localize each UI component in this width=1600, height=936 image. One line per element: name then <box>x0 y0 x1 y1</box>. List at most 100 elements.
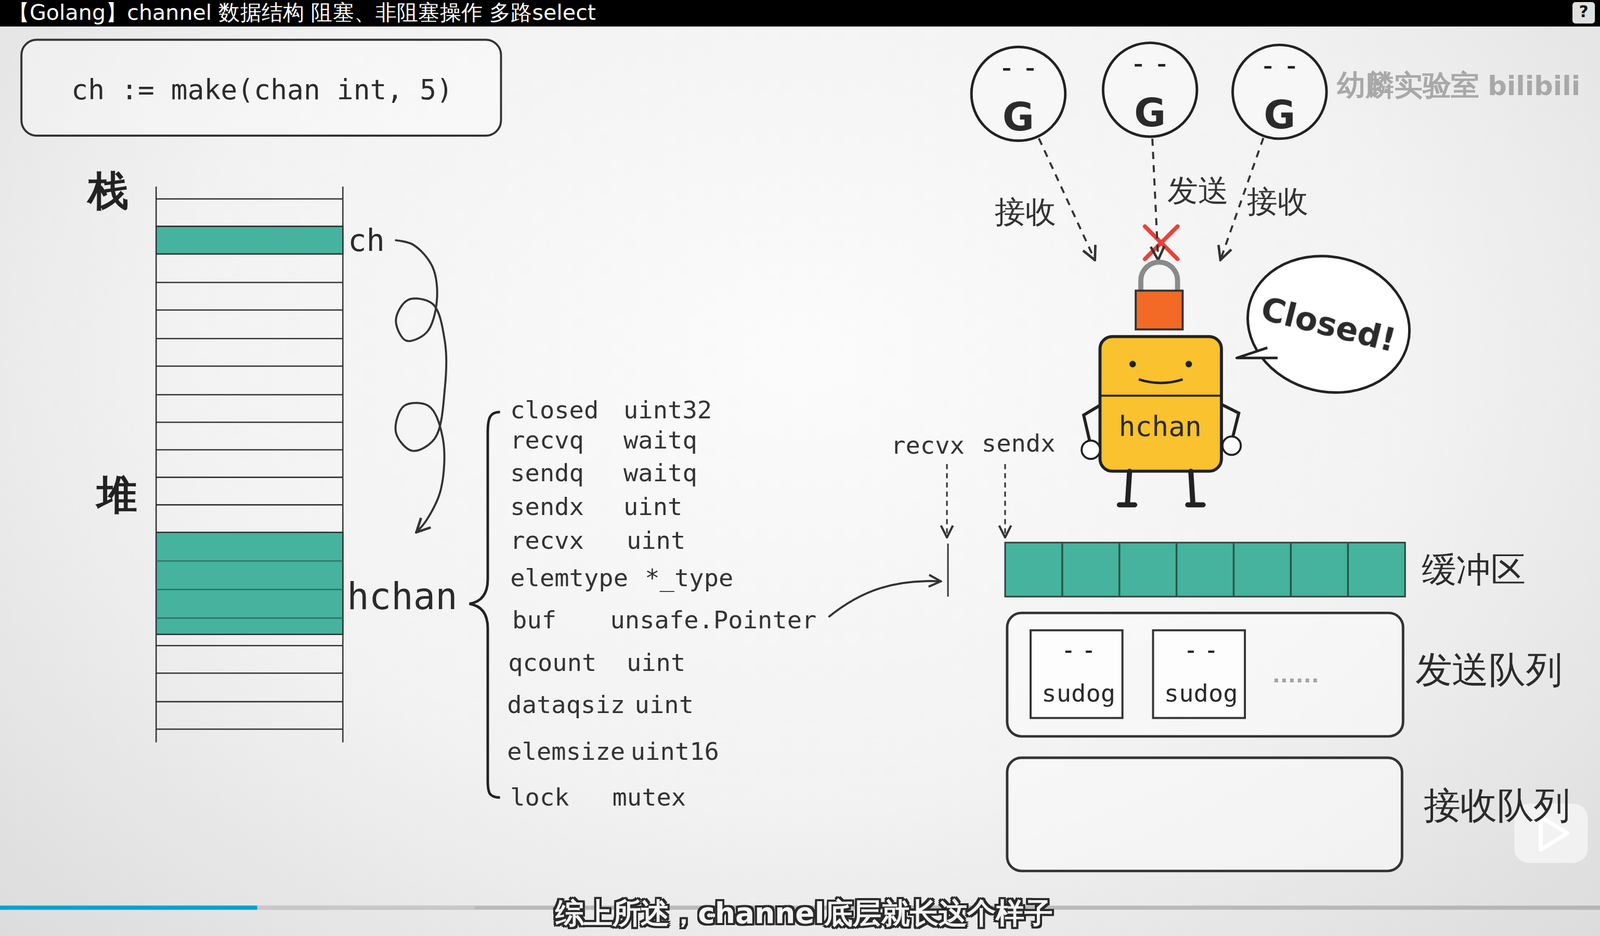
field-name: elemtype <box>510 566 629 591</box>
field-name: buf <box>512 608 557 633</box>
index-label: sendx <box>981 431 1056 457</box>
watermark: 幼麟实验室 <box>1336 71 1480 100</box>
node-text: 发送队列 <box>1415 652 1563 689</box>
buf-pointer-arrow <box>828 581 941 618</box>
drawing-part <box>1140 262 1178 293</box>
drawing-part <box>0 906 258 911</box>
drawing-part <box>1232 542 1235 597</box>
stack-slot: ch <box>155 226 394 255</box>
sudog-outline <box>1031 631 1126 722</box>
memory-area-label: 堆 <box>96 474 138 516</box>
drawing-part <box>1232 239 1424 410</box>
drawing-part <box>1187 502 1203 508</box>
field-type: waitq <box>623 428 698 453</box>
drawing-part <box>1061 542 1064 597</box>
field-type: waitq <box>623 461 698 486</box>
drawing-part <box>1007 613 1403 737</box>
connector-arrow <box>395 240 447 533</box>
drawing-part <box>155 449 343 451</box>
drawing-part <box>155 365 343 368</box>
field-name: qcount <box>508 651 597 676</box>
field-name: sendq <box>510 461 584 486</box>
sudog-box: sudog <box>1152 629 1247 720</box>
hero-outline <box>1073 259 1250 511</box>
drawing-part <box>155 701 343 704</box>
drawing-part <box>0 906 475 911</box>
drawing-part <box>155 186 158 743</box>
field-type: mutex <box>612 785 686 811</box>
node-text: G <box>1263 95 1296 135</box>
drawing-part <box>1081 440 1100 460</box>
node-text: sudog <box>1041 681 1116 707</box>
watermark: bilibili <box>1487 72 1581 99</box>
node-text: G <box>1002 97 1035 137</box>
field-name: lock <box>510 785 569 811</box>
drawing-part <box>155 532 343 635</box>
edge-label: 接收 <box>1246 186 1309 218</box>
drawing-part <box>155 504 343 506</box>
drawing-part <box>1207 651 1215 654</box>
drawing-part <box>155 198 343 200</box>
drawing-part <box>1264 66 1272 69</box>
drawing-part <box>155 309 343 311</box>
field-name: recvx <box>510 528 584 554</box>
connector-arrow <box>1152 138 1159 261</box>
drawing-part <box>155 226 343 255</box>
field-name: sendx <box>510 495 584 520</box>
node-text: sudog <box>1164 681 1239 707</box>
drawing-part <box>1127 471 1130 504</box>
help-mark: ? <box>1578 4 1589 21</box>
drawing-part <box>1003 68 1011 71</box>
field-type: uint <box>626 528 686 554</box>
stack-frame <box>155 186 343 743</box>
field-name: dataqsiz <box>506 692 626 718</box>
sudog-outline <box>1153 631 1248 722</box>
drawing-part <box>155 672 343 675</box>
field-type: uint16 <box>630 739 720 765</box>
drawing-part <box>342 186 344 743</box>
drawing-part <box>1102 42 1198 137</box>
field-type: uint <box>626 651 686 676</box>
field-type: unsafe.Pointer <box>609 608 817 633</box>
drawing-part <box>1119 502 1135 508</box>
drawing-part <box>1190 471 1193 504</box>
drawing-part <box>1158 63 1166 67</box>
drawing-part <box>155 281 343 284</box>
drawing-part <box>155 645 343 647</box>
node-text: ch <box>347 225 385 257</box>
drawing-part <box>1290 542 1293 597</box>
field-brace <box>469 412 501 799</box>
speech-bubble: Closed! <box>1234 250 1416 403</box>
node-text: 缓冲区 <box>1421 552 1526 588</box>
drawing-part <box>1185 360 1193 368</box>
code-box: ch := make(chan int, 5) <box>20 38 502 137</box>
drawing-part <box>1134 63 1142 67</box>
drawing-part <box>1065 651 1072 654</box>
sudog-box: sudog <box>1029 629 1124 720</box>
drawing-part <box>155 560 343 562</box>
hchan-character: hchan <box>1073 259 1250 511</box>
video-title: 【Golang】channel 数据结构 阻塞、非阻塞操作 多路select <box>8 2 596 24</box>
drawing-part <box>1288 66 1296 69</box>
drawing-part <box>1135 290 1183 330</box>
drawing-part <box>1005 542 1406 597</box>
drawing-part <box>155 421 343 424</box>
drawing-part <box>1118 542 1121 597</box>
drawing-part <box>1007 758 1402 872</box>
field-name: closed <box>510 397 599 423</box>
drawing-part <box>1138 379 1183 384</box>
drawing-part <box>1187 651 1194 654</box>
buffer-start-tick <box>947 543 949 597</box>
drawing-part <box>155 617 343 619</box>
edge-label: 接收 <box>994 197 1057 228</box>
drawing-part <box>1129 360 1137 368</box>
heap-block: hchan <box>155 532 468 635</box>
drawing-part <box>155 394 343 396</box>
field-name: elemsize <box>506 739 626 765</box>
field-type: uint <box>634 692 694 718</box>
index-label: recvx <box>890 433 965 459</box>
node-text: ch := make(chan int, 5) <box>71 75 453 104</box>
drawing-part <box>155 589 343 591</box>
field-type: uint <box>623 495 683 520</box>
